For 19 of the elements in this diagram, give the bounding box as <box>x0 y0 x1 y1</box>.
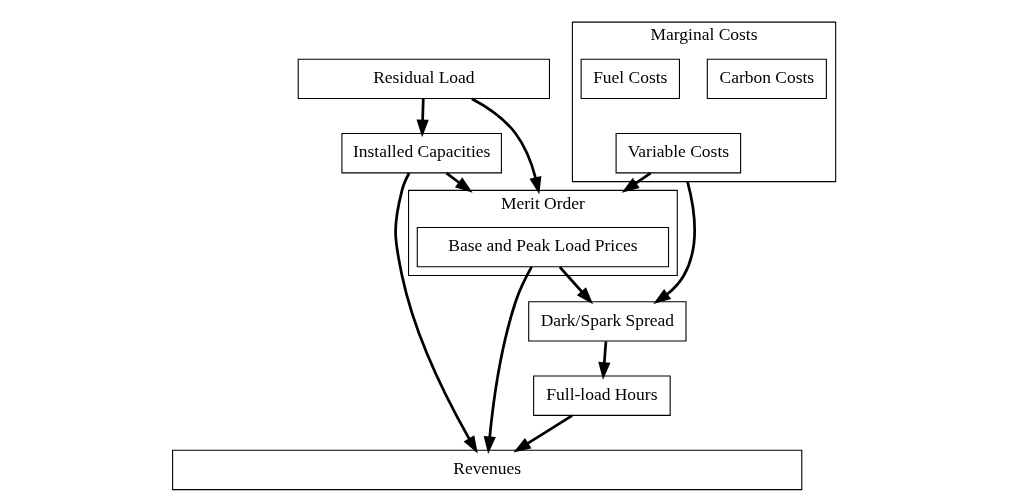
node-box: Carbon Costs <box>706 58 827 99</box>
node-box: Variable Costs <box>615 132 741 173</box>
node-box: Full-load Hours <box>532 375 671 416</box>
node-box: Revenues <box>171 449 802 490</box>
node-box: Base and Peak Load Prices <box>416 226 669 267</box>
arrow <box>416 98 429 137</box>
arrow <box>483 265 533 454</box>
arrow <box>512 413 573 452</box>
node-box: Installed Capacities <box>340 132 502 173</box>
arrow <box>470 97 541 194</box>
node-box: Dark/Spark Spread <box>527 300 687 342</box>
node-box: Residual Load <box>297 58 550 99</box>
node-box: Fuel Costs <box>580 58 680 99</box>
arrow <box>558 265 593 304</box>
arrow <box>597 340 610 380</box>
arrow <box>652 180 696 304</box>
arrow <box>393 171 478 454</box>
arrow <box>445 171 473 193</box>
arrow <box>621 171 651 193</box>
